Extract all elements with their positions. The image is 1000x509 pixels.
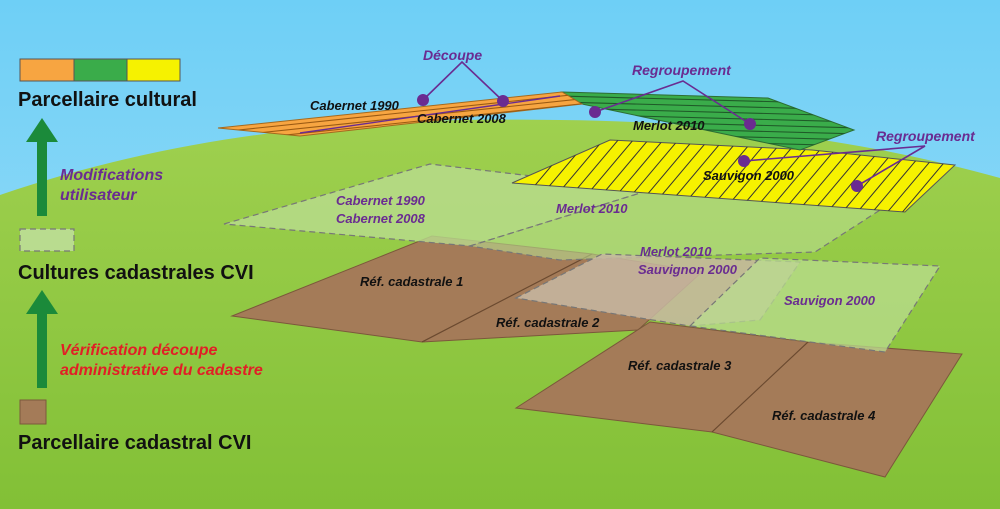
regroupement-1-connector (594, 80, 751, 125)
cadastral-divider-3-4 (711, 341, 809, 433)
regroupement-2-dot-left (738, 155, 750, 167)
annotation-regroupement-2: Regroupement (876, 128, 976, 144)
legend-cultural-swatches (19, 58, 181, 82)
decoupe-connector (422, 60, 504, 102)
cvi-culture-plot-right (688, 257, 942, 353)
regroupement-2-dot-right (851, 180, 863, 192)
legend-note-user-line1: Modifications (60, 167, 164, 184)
cvi-label-merlot-2010-a: Merlot 2010 (556, 201, 628, 216)
cabernet-split-line (299, 95, 561, 134)
cadastral-label-ref3: Réf. cadastrale 3 (628, 358, 732, 373)
legend-cvi-cultures-swatch (19, 228, 75, 252)
decoupe-dot-left (417, 94, 429, 106)
cadastral-divider-1-2 (421, 253, 593, 343)
legend-title-cvi-cultures: Cultures cadastrales CVI (18, 262, 254, 284)
annotation-connectors (422, 60, 926, 187)
cvi-label-sauvignon-2000-a: Sauvignon 2000 (638, 262, 738, 277)
swatch-green (73, 58, 128, 82)
cvi-culture-plot-middle (469, 189, 882, 261)
cultural-parcel-sauvignon (511, 139, 957, 213)
legend-note-admin-verification: Vérification découpe administrative du c… (60, 341, 263, 381)
regroupement-2-connector (743, 145, 926, 187)
regroupement-1-dot-left (589, 106, 601, 118)
annotation-decoupe: Découpe (423, 47, 482, 63)
legend-title-cultural: Parcellaire cultural (18, 89, 197, 111)
cadastral-label-ref4: Réf. cadastrale 4 (772, 408, 876, 423)
arrow-user-modifications (26, 118, 58, 216)
cvi-label-cabernet-1990: Cabernet 1990 (336, 193, 426, 208)
cvi-label-cabernet-2008: Cabernet 2008 (336, 211, 426, 226)
cultural-label-merlot-2010: Merlot 2010 (633, 118, 705, 133)
legend-cadastral-swatch (19, 399, 47, 425)
cadastral-label-ref1: Réf. cadastrale 1 (360, 274, 463, 289)
cvi-label-merlot-2010-b: Merlot 2010 (640, 244, 712, 259)
legend-note-admin-line1: Vérification découpe (60, 342, 218, 359)
cultural-label-cabernet-2008: Cabernet 2008 (417, 111, 507, 126)
swatch-orange (19, 58, 75, 82)
cadastral-label-ref2: Réf. cadastrale 2 (496, 315, 600, 330)
legend-title-cadastral: Parcellaire cadastral CVI (18, 432, 252, 454)
annotation-regroupement-1: Regroupement (632, 62, 732, 78)
legend-note-admin-line2: administrative du cadastre (60, 362, 263, 379)
annotation-dots (417, 94, 863, 192)
legend-note-user-line2: utilisateur (60, 187, 137, 204)
legend-note-user-modifications: Modifications utilisateur (60, 166, 163, 206)
cultural-label-sauvignon-2000: Sauvigon 2000 (703, 168, 795, 183)
cvi-label-sauvignon-2000-b: Sauvigon 2000 (784, 293, 876, 308)
swatch-yellow (126, 58, 181, 82)
cultural-label-cabernet-1990: Cabernet 1990 (310, 98, 400, 113)
decoupe-dot-right (497, 95, 509, 107)
regroupement-1-dot-right (744, 118, 756, 130)
arrow-admin-verification (26, 290, 58, 388)
